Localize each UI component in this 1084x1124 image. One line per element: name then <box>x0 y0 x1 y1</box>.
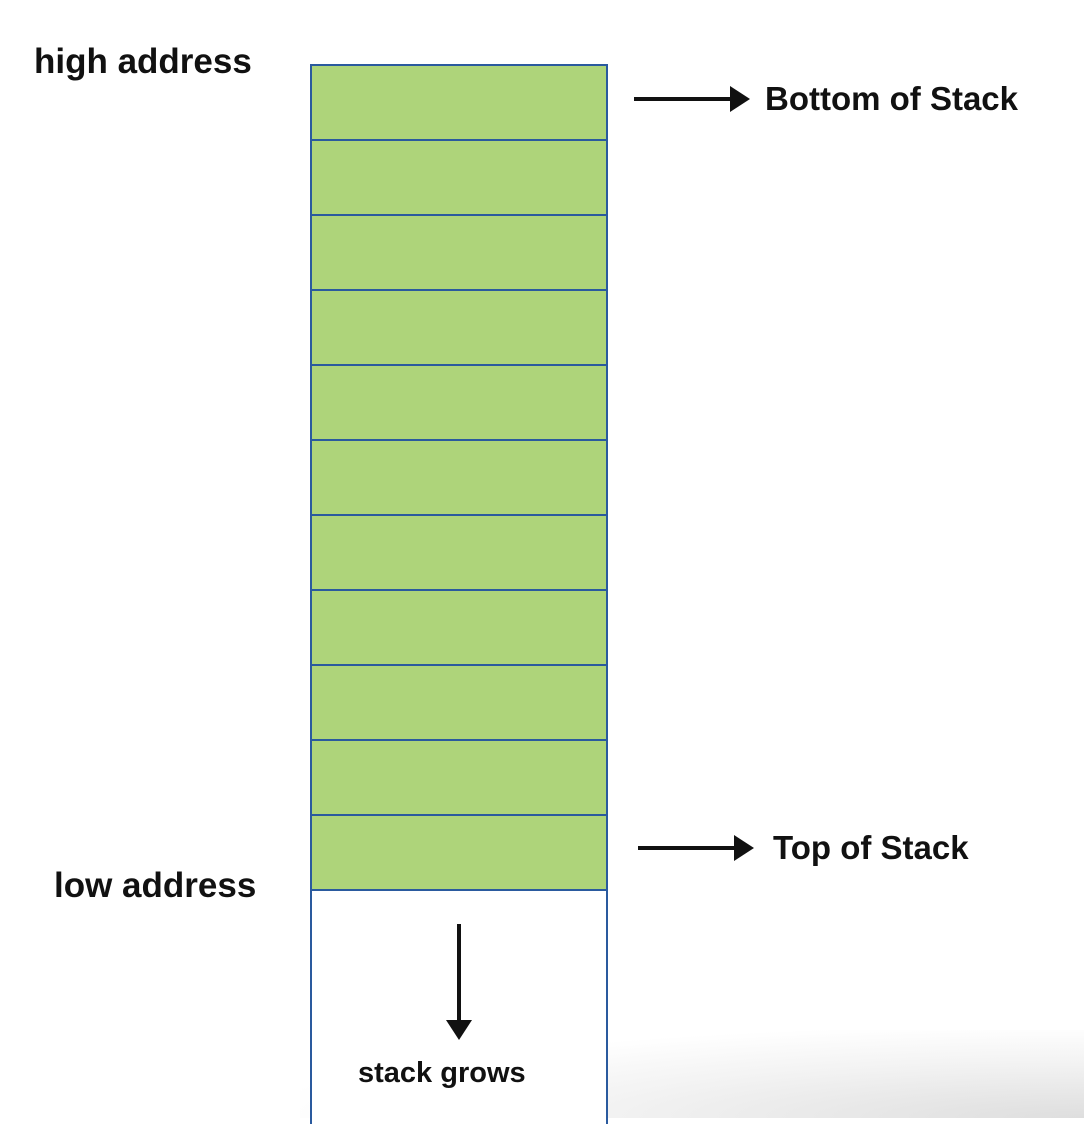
low-address-label: low address <box>54 866 257 905</box>
stack-cell <box>312 666 606 741</box>
stack-cell <box>312 741 606 816</box>
stack-grows-label: stack grows <box>358 1057 526 1089</box>
stack-cell <box>312 216 606 291</box>
stack-cell <box>312 291 606 366</box>
stack-cell <box>312 816 606 891</box>
bottom-of-stack-label: Bottom of Stack <box>765 80 1019 117</box>
stack-column <box>310 64 608 1124</box>
stack-cell <box>312 141 606 216</box>
stack-cell <box>312 516 606 591</box>
stack-cell <box>312 591 606 666</box>
stack-cell <box>312 441 606 516</box>
bottom-of-stack-arrow-icon <box>634 86 750 112</box>
stack-cell <box>312 366 606 441</box>
top-of-stack-label: Top of Stack <box>773 829 969 866</box>
stack-cell <box>312 66 606 141</box>
high-address-label: high address <box>34 42 252 81</box>
top-of-stack-arrow-icon <box>638 835 754 861</box>
stack-grows-down-arrow-icon <box>446 924 472 1040</box>
